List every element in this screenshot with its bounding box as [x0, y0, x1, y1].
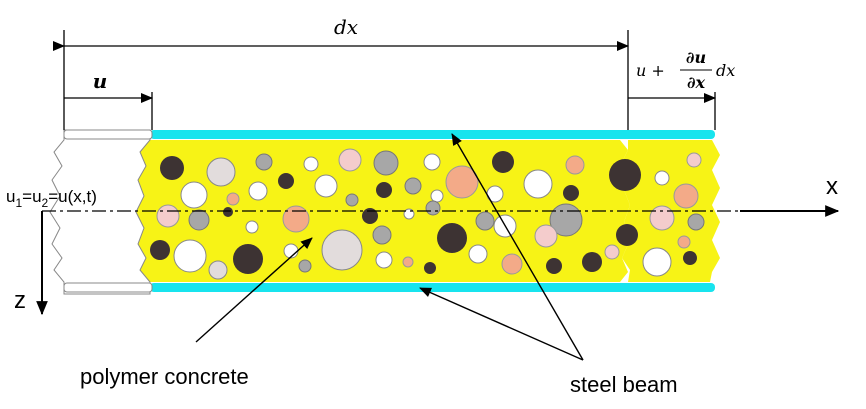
aggregate-particle — [609, 159, 641, 191]
aggregate-particle — [362, 208, 378, 224]
polymer-concrete-core — [136, 140, 630, 282]
aggregate-particle — [208, 260, 228, 280]
eq-u1: u — [6, 187, 15, 206]
aggregate-particle — [523, 169, 553, 199]
aggregate-particle — [677, 235, 691, 249]
polymer-concrete-callout-arrow — [195, 237, 313, 343]
aggregate-particle — [376, 182, 392, 198]
polymer-concrete-label: polymer concrete — [80, 364, 249, 389]
aggregate-particle — [156, 204, 180, 228]
eq-sub1: 1 — [15, 196, 22, 210]
aggregate-particle — [445, 165, 479, 199]
aggregate-particle — [683, 251, 697, 265]
aggregate-particle — [642, 247, 672, 277]
aggregate-particle — [188, 209, 210, 231]
aggregate-particle — [248, 181, 268, 201]
aggregate-particle — [424, 262, 436, 274]
aggregate-particle — [372, 225, 392, 245]
eq-sub2: 2 — [42, 196, 49, 210]
aggregate-particle — [492, 151, 514, 173]
aggregate-particle — [468, 244, 488, 264]
aggregate-particle — [687, 213, 705, 231]
eq-ux: =u(x,t) — [48, 187, 97, 206]
aggregate-particle — [314, 174, 338, 198]
aggregate-particle — [180, 181, 208, 209]
aggregate-particle — [206, 157, 236, 187]
aggregate-particle — [375, 251, 393, 269]
u-end-suffix: dx — [716, 61, 735, 80]
aggregate-particle — [338, 148, 362, 172]
x-axis-label: x — [826, 173, 838, 200]
aggregate-particle — [534, 224, 558, 248]
aggregate-particle — [423, 153, 441, 171]
aggregate-particle — [425, 200, 441, 216]
u-end-numerator: ∂u — [686, 48, 706, 67]
aggregate-particle — [223, 207, 233, 217]
aggregate-particle — [303, 156, 319, 172]
aggregate-particle — [150, 240, 170, 260]
eq-u2: =u — [22, 187, 41, 206]
aggregate-particle — [563, 185, 579, 201]
u-end-base: u + — [636, 61, 665, 80]
aggregate-particle — [233, 244, 263, 274]
aggregate-particle — [160, 156, 184, 180]
steel-beam-bottom — [150, 283, 715, 292]
aggregate-particle — [282, 205, 310, 233]
aggregate-particle — [430, 189, 444, 203]
aggregate-particle — [604, 244, 620, 260]
aggregate-particle — [373, 150, 399, 176]
aggregate-particle — [501, 253, 523, 275]
aggregate-particle — [402, 256, 414, 268]
aggregate-particle — [173, 239, 207, 273]
aggregate-particle — [226, 192, 240, 206]
aggregate-particle — [582, 252, 602, 272]
left-section-top-strip — [63, 129, 153, 140]
steel-beam-top — [150, 130, 715, 139]
aggregate-particle — [686, 152, 702, 168]
aggregate-particle — [475, 211, 495, 231]
aggregate-particle — [298, 259, 312, 273]
aggregate-particle — [654, 170, 670, 186]
u-label: u — [93, 69, 108, 93]
aggregate-particle — [549, 203, 583, 237]
aggregate-particle — [673, 183, 699, 209]
aggregate-particle — [278, 173, 294, 189]
steel-beam-callout-arrow-bottom — [419, 287, 584, 361]
aggregate-particle — [546, 258, 562, 274]
u-end-denominator: ∂x — [687, 73, 706, 92]
left-broken-section — [49, 129, 151, 295]
aggregate-particle — [649, 205, 675, 231]
left-section-bottom-strip — [63, 282, 153, 293]
steel-beam-callout-arrow-top — [451, 133, 584, 361]
aggregate-particle — [565, 155, 585, 175]
u-end-label: u + ∂u ∂x dx — [636, 48, 735, 92]
aggregate-particle — [245, 220, 259, 234]
steel-beam-label: steel beam — [570, 372, 678, 397]
aggregate-particle — [616, 224, 638, 246]
aggregate-particle — [255, 153, 273, 171]
aggregate-particle — [321, 229, 363, 271]
aggregate-particle — [404, 177, 422, 195]
aggregate-particle — [345, 193, 359, 207]
z-axis-label: z — [14, 287, 26, 314]
aggregate-particle — [437, 223, 467, 253]
displacement-equation: u1=u2=u(x,t) — [6, 187, 97, 210]
dx-label: dx — [334, 15, 358, 39]
